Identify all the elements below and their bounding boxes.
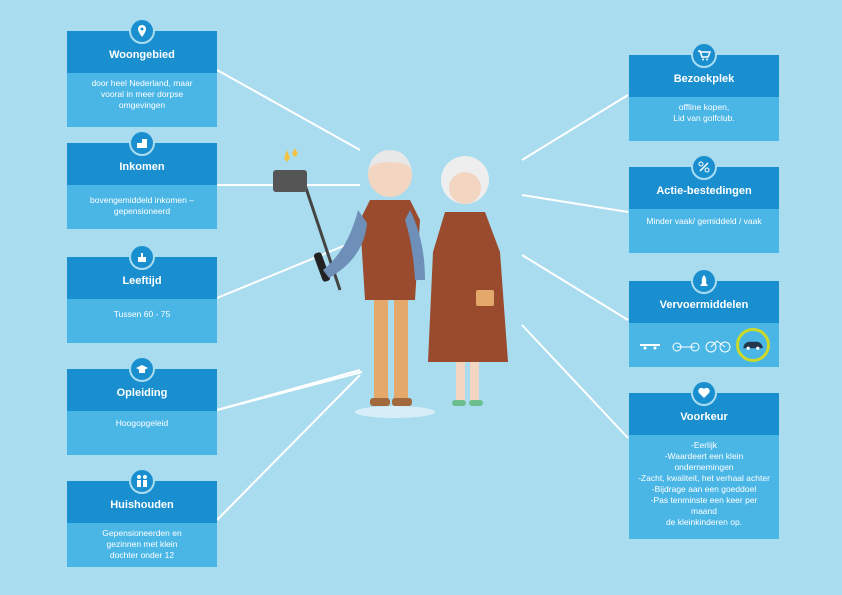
card-vervoermiddelen: Vervoermiddelen xyxy=(629,268,779,367)
card-title: Huishouden xyxy=(110,499,174,511)
tandem-bike-icon xyxy=(672,342,700,352)
card-text: Tussen 60 - 75 xyxy=(67,299,217,343)
card-inkomen: Inkomen bovengemiddeld inkomen – gepensi… xyxy=(67,130,217,229)
percent-icon xyxy=(691,154,717,180)
card-text: offline kopen, Lid van golfclub. xyxy=(629,97,779,141)
card-actie-bestedingen: Actie-bestedingen Minder vaak/ gemiddeld… xyxy=(629,154,779,253)
card-title: Opleiding xyxy=(116,387,168,399)
card-title: Leeftijd xyxy=(122,275,162,287)
car-highlight-ring xyxy=(735,328,770,362)
card-title: Voorkeur xyxy=(680,411,728,423)
graduation-cap-icon xyxy=(129,356,155,382)
heart-icon xyxy=(691,380,717,406)
coins-icon xyxy=(129,130,155,156)
location-pin-icon xyxy=(129,18,155,44)
car-icon xyxy=(743,341,763,350)
card-title: Inkomen xyxy=(119,161,165,173)
rocket-icon xyxy=(691,268,717,294)
card-title: Vervoermiddelen xyxy=(659,299,749,311)
shopping-cart-icon xyxy=(691,42,717,68)
card-huishouden: Huishouden Gepensioneerden en gezinnen m… xyxy=(67,468,217,567)
card-text: Hoogopgeleid xyxy=(67,411,217,455)
bicycle-icon xyxy=(705,340,731,353)
family-icon xyxy=(129,468,155,494)
card-voorkeur: Voorkeur -Eerlijk -Waardeert een klein o… xyxy=(629,380,779,539)
card-leeftijd: Leeftijd Tussen 60 - 75 xyxy=(67,244,217,343)
skateboard-icon xyxy=(640,344,661,350)
card-text: door heel Nederland, maar vooral in meer… xyxy=(67,73,217,127)
transport-options xyxy=(629,323,779,367)
card-bezoekplek: Bezoekplek offline kopen, Lid van golfcl… xyxy=(629,42,779,141)
card-title: Bezoekplek xyxy=(673,73,735,85)
elderly-couple-illustration xyxy=(273,148,508,418)
card-opleiding: Opleiding Hoogopgeleid xyxy=(67,356,217,455)
card-title: Actie-bestedingen xyxy=(656,185,752,197)
card-text: Gepensioneerden en gezinnen met klein do… xyxy=(67,523,217,567)
card-text: -Eerlijk -Waardeert een klein ondernemin… xyxy=(629,435,779,539)
card-title: Woongebied xyxy=(109,49,175,61)
card-text: Minder vaak/ gemiddeld / vaak xyxy=(629,209,779,253)
birthday-cake-icon xyxy=(129,244,155,270)
card-text: bovengemiddeld inkomen – gepensioneerd xyxy=(67,185,217,229)
card-woongebied: Woongebied door heel Nederland, maar voo… xyxy=(67,18,217,127)
